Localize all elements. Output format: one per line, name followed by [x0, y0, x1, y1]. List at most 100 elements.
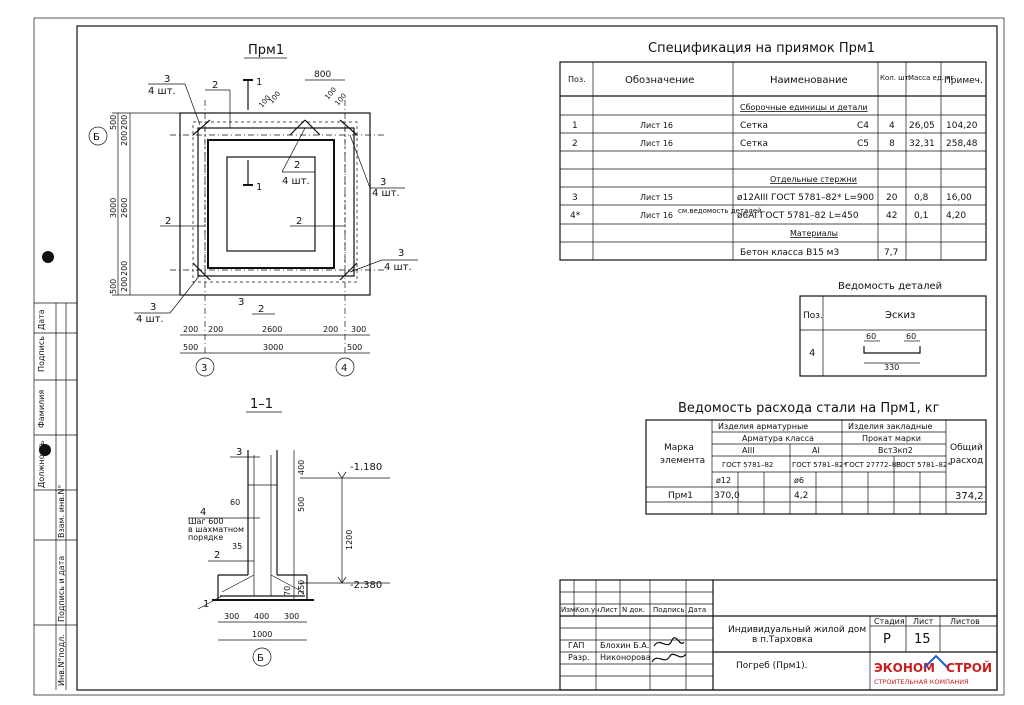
- stamp-project-2: в п.Тарховка: [752, 635, 813, 645]
- spec-row1-mass: 26,05: [909, 121, 935, 131]
- details-h-pos: Поз.: [803, 311, 823, 321]
- steel-a1: АI: [812, 446, 820, 455]
- steel-row-v2: 4,2: [794, 491, 808, 501]
- side-label-vzam: Взам. инв.N°: [57, 485, 66, 538]
- steel-gost-4: ГОСТ 5781–82*: [896, 461, 951, 469]
- stamp-sheet-title: Погреб (Прм1).: [736, 661, 808, 671]
- plan-dim-left-7: 500: [109, 115, 118, 130]
- stamp-stage: Р: [883, 632, 891, 647]
- callout-3-bottomleft: 3: [150, 302, 156, 313]
- section-level-top: -1.180: [350, 462, 382, 473]
- spec-row1-qty: 4: [889, 121, 895, 131]
- punch-hole: [39, 444, 51, 456]
- plan-dim-diag-2: 100: [267, 90, 282, 105]
- steel-h-mark-2: элемента: [660, 456, 705, 466]
- logo-text-a: ЭКОНОМ: [874, 661, 935, 675]
- plan-dim-bottom-4: 200: [323, 325, 338, 334]
- details-h-sketch: Эскиз: [885, 310, 915, 321]
- spec-table: Спецификация на приямок Прм1 Поз. Обозна…: [559, 41, 987, 261]
- section-dim-h-400: 400: [254, 612, 269, 621]
- stamp-razr-label: Разр.: [568, 653, 590, 662]
- steel-d12: ø12: [716, 476, 731, 485]
- section-dim-70: 70: [283, 586, 292, 596]
- section-dim-h-300a: 300: [224, 612, 239, 621]
- steel-gost-3: ГОСТ 27772–88: [845, 461, 901, 469]
- section-level-bottom: -2.380: [350, 580, 382, 591]
- spec-row2-mass: 32,31: [909, 139, 935, 149]
- section-dim-h-300b: 300: [284, 612, 299, 621]
- callout-3-right: 3: [380, 177, 386, 188]
- section-dim-500: 500: [297, 497, 306, 512]
- stamp-col-izm: Изм.: [561, 606, 577, 614]
- details-dim-60b: 60: [906, 332, 916, 341]
- spec-h-note: Примеч.: [944, 76, 983, 86]
- plan-title: Прм1: [248, 43, 284, 58]
- section-dim-1200: 1200: [345, 530, 354, 550]
- callout-qty-right: 4 шт.: [372, 188, 400, 199]
- steel-row-v1: 370,0: [714, 491, 740, 501]
- stamp-gap-label: ГАП: [568, 641, 584, 650]
- callout-2-right: 2: [296, 216, 302, 227]
- spec-h-name: Наименование: [770, 75, 848, 86]
- stamp-h-stage: Стадия: [874, 617, 905, 626]
- plan-dim-top: 800: [314, 70, 331, 80]
- spec-row1-mark: С4: [857, 121, 869, 131]
- stamp-razr-name: Никонорова: [600, 653, 651, 662]
- spec-row1-name: Сетка: [740, 121, 768, 131]
- section-axis-b: Б: [257, 653, 264, 664]
- steel-h-total-1: Общий: [950, 443, 983, 453]
- callout-3-center: 2: [294, 160, 300, 171]
- section-pos-4: 4: [200, 507, 206, 518]
- plan-dim-left-6: 200: [120, 277, 129, 292]
- side-label-podpis: Подпись: [37, 336, 46, 372]
- steel-row-total: 374,2: [955, 491, 984, 502]
- steel-h-mark-1: Марка: [664, 443, 694, 453]
- stamp-col-list: Лист: [600, 606, 618, 614]
- spec-row1-note: 104,20: [946, 121, 978, 131]
- steel-h-arm: Изделия арматурные: [718, 422, 808, 431]
- spec-row4-name: ø6АI ГОСТ 5781–82 L=450: [737, 211, 859, 221]
- plan-dim-bottom-5: 300: [351, 325, 366, 334]
- plan-axis-4: 4: [341, 363, 347, 374]
- spec-row2-pos: 2: [572, 139, 578, 149]
- section-view: 1–1 400 500 1200 250 70 60 35 -1.180 -2.…: [188, 397, 390, 667]
- callout-qty-bottomleft: 4 шт.: [136, 314, 164, 325]
- plan-dim-diag-4: 100: [333, 92, 348, 107]
- callout-3-topleft: 3: [164, 74, 170, 85]
- stamp-project-1: Индивидуальный жилой дом: [728, 625, 866, 635]
- callout-2-bottom: 2: [258, 304, 264, 315]
- spec-row2-doc: Лист 16: [640, 139, 673, 148]
- logo-subtitle: СТРОИТЕЛЬНАЯ КОМПАНИЯ: [874, 678, 969, 686]
- steel-h-emb: Изделия закладные: [848, 422, 932, 431]
- section-dim-250: 250: [297, 580, 306, 595]
- spec-row2-name: Сетка: [740, 139, 768, 149]
- spec-row3-mass: 0,8: [914, 193, 929, 203]
- spec-row3-pos: 3: [572, 193, 578, 203]
- section-pos-2: 2: [214, 550, 220, 561]
- steel-row-mark: Прм1: [668, 491, 693, 501]
- spec-h-mass: Масса ед. кг: [908, 74, 954, 82]
- details-title: Ведомость деталей: [838, 281, 942, 292]
- outer-frame: [33, 17, 1005, 696]
- spec-row5-name: Бетон класса В15 м3: [740, 248, 839, 258]
- side-label-inv: Инв.N°подл.: [57, 634, 66, 686]
- spec-row3-note: 16,00: [946, 193, 972, 203]
- logo-text-b: СТРОЙ: [946, 660, 992, 675]
- inner-frame: [76, 25, 998, 691]
- steel-table: Ведомость расхода стали на Прм1, кг Марк…: [645, 401, 987, 515]
- callout-qty-center: 4 шт.: [282, 176, 310, 187]
- plan-dim-left-5: 200: [120, 261, 129, 276]
- section-note-3: порядке: [188, 533, 223, 542]
- section-title: 1–1: [250, 397, 273, 412]
- plan-dim-bottom-1: 200: [183, 325, 198, 334]
- stamp-gap-name: Блохин Б.А.: [600, 641, 649, 650]
- stamp-col-kolich: Кол.уч.: [575, 606, 601, 614]
- spec-group-3: Материалы: [790, 229, 838, 238]
- callout-3-bottom: 3: [238, 297, 244, 308]
- side-label-familiya: Фамилия: [37, 390, 46, 428]
- plan-section-mark-bottom: 1: [256, 182, 262, 193]
- plan-dim-bottom-2: 200: [208, 325, 223, 334]
- details-table: Ведомость деталей Поз. Эскиз 4 60 60 330: [799, 281, 987, 377]
- side-label-data: Дата: [37, 309, 46, 330]
- plan-dim-bottom-6: 500: [183, 343, 198, 352]
